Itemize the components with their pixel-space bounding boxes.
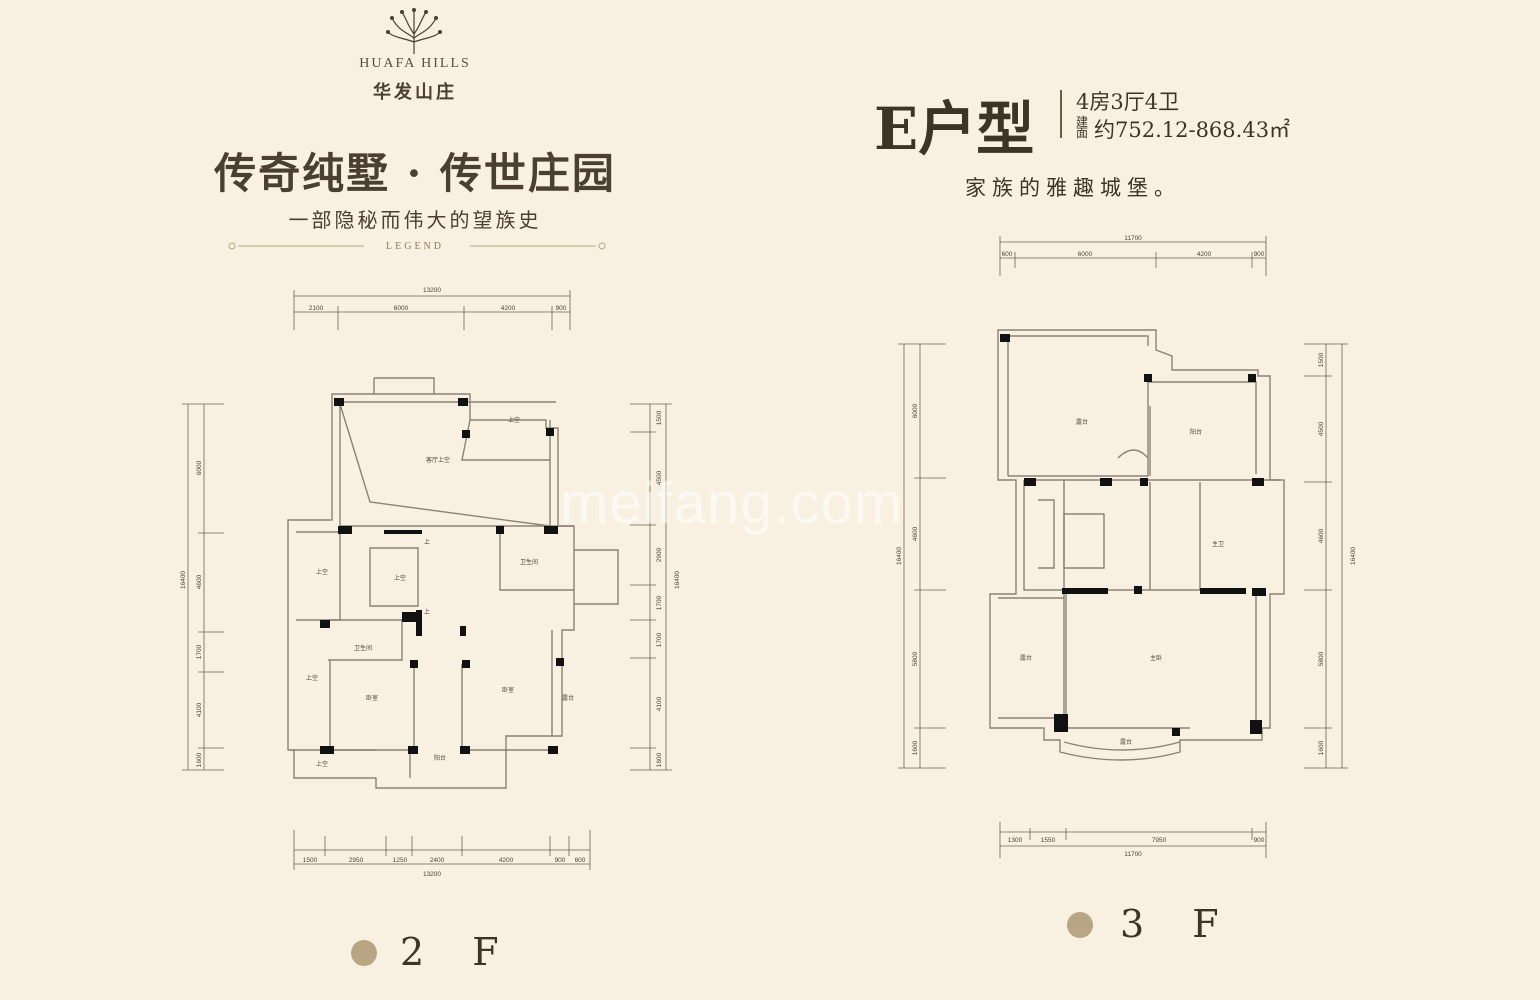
floor3-dim-bottom-1: 1300 <box>1008 837 1023 844</box>
floor2-stair-up-2: 上 <box>424 608 430 616</box>
floor2-dim-top-4: 900 <box>556 305 567 312</box>
floor3-dim-right-total: 16400 <box>1350 547 1357 565</box>
floor2-dim-right-2: 4500 <box>656 470 663 485</box>
slogan-main: 传奇纯墅 · 传世庄园 <box>214 149 616 198</box>
floor3-room-terrace-2: 露台 <box>1020 654 1032 662</box>
floor3-dim-right-1: 1500 <box>1318 352 1325 367</box>
floor2-stair-up-1: 上 <box>424 538 430 546</box>
floor3-dim-left-total: 16400 <box>896 547 903 565</box>
floor2-dim-bottom-1: 1500 <box>303 857 318 864</box>
floor2-dim-bottom-3: 1250 <box>393 857 408 864</box>
floor3-dim-right-3: 4600 <box>1318 528 1325 543</box>
floor3-dim-bottom-2: 1550 <box>1041 837 1056 844</box>
floor2-dim-bottom-total: 13200 <box>423 871 441 878</box>
floor3-bullet-icon <box>1067 912 1093 938</box>
floor3-dim-bottom-3: 7950 <box>1152 837 1167 844</box>
title-separator <box>1060 90 1062 138</box>
floor3-dim-top-3: 4200 <box>1197 251 1212 258</box>
floor2-room-bedroom-1: 卧室 <box>366 694 378 702</box>
floor2-dim-bottom-5: 4200 <box>499 857 514 864</box>
floor2-dim-left-5: 1600 <box>196 752 203 767</box>
floor2-dim-left-2: 4600 <box>196 574 203 589</box>
floor3-dim-left-4: 1600 <box>912 740 919 755</box>
floor2-room-void-top: 上空 <box>508 416 520 424</box>
floor2-dim-bottom-7: 600 <box>575 857 586 864</box>
floor3-room-master-bedroom: 主卧 <box>1150 654 1162 662</box>
floor2-bullet-icon <box>351 940 377 966</box>
floor2-dim-right-4: 1700 <box>656 595 663 610</box>
floor2-dim-bottom-6: 900 <box>555 857 566 864</box>
floor3-dim-top-4: 900 <box>1254 251 1265 258</box>
floor3-label: 3 F <box>1120 902 1237 946</box>
floor3-dim-left-3: 5800 <box>912 651 919 666</box>
floor3-dim-bottom-4: 900 <box>1254 837 1265 844</box>
brand-name-en: HUAFA HILLS <box>359 56 471 71</box>
floor3-room-balcony: 阳台 <box>1190 428 1202 436</box>
floor2-room-void-left: 上空 <box>316 568 328 576</box>
floor3-dim-top-1: 600 <box>1002 251 1013 258</box>
floor2-plan: 客厅上空 上空 上空 上空 卫生间 卫生间 上空 卧室 卧室 露台 阳台 上空 … <box>180 287 681 878</box>
floor2-room-void-stair: 上空 <box>394 574 406 582</box>
floor2-room-terrace: 露台 <box>562 694 574 702</box>
slogan-sub: 一部隐秘而伟大的望族史 <box>288 208 542 232</box>
floor2-dim-right-total: 16400 <box>674 571 681 589</box>
floor2-dim-left-4: 4100 <box>196 702 203 717</box>
floor2-room-bathroom-2: 卫生间 <box>354 644 372 652</box>
floor2-room-void-side: 上空 <box>306 674 318 682</box>
floor2-dim-right-7: 1600 <box>656 752 663 767</box>
floor2-dim-right-3: 2900 <box>656 547 663 562</box>
floor2-dim-right-6: 4100 <box>656 696 663 711</box>
floor2-dim-left-3: 1700 <box>196 644 203 659</box>
unit-rooms: 4房3厅4卫 <box>1076 90 1180 114</box>
floor3-dim-top-2: 6000 <box>1078 251 1093 258</box>
floor2-dim-bottom-4: 2400 <box>430 857 445 864</box>
area-label: 建面 <box>1076 115 1089 140</box>
floor2-room-bathroom-1: 卫生间 <box>520 558 538 566</box>
floor3-room-master-bath: 主卫 <box>1212 540 1224 548</box>
floor2-dim-right-1: 1500 <box>656 410 663 425</box>
floor2-dim-top-2: 6000 <box>394 305 409 312</box>
floor2-dim-left-1: 6000 <box>196 460 203 475</box>
unit-tagline: 家族的雅趣城堡。 <box>965 176 1181 200</box>
floor2-dim-top-total: 13200 <box>423 287 441 294</box>
legend-divider <box>228 242 606 250</box>
floor2-room-living-void: 客厅上空 <box>426 456 450 464</box>
floor2-dim-top-1: 2100 <box>309 305 324 312</box>
floor3-dim-right-5: 1600 <box>1318 740 1325 755</box>
floor3-dim-right-2: 4500 <box>1318 421 1325 436</box>
floor3-room-terrace-1: 露台 <box>1076 418 1088 426</box>
floor2-dim-right-5: 1700 <box>656 632 663 647</box>
unit-type-title: E户型 <box>874 95 1035 163</box>
floor3-dim-left-1: 6000 <box>912 403 919 418</box>
floor2-room-void-bottom: 上空 <box>316 760 328 768</box>
floor2-label: 2 F <box>400 930 517 974</box>
floor2-dim-bottom-2: 2950 <box>349 857 364 864</box>
floor2-room-bedroom-2: 卧室 <box>502 686 514 694</box>
watermark: meifang.com <box>560 471 904 536</box>
floor3-dim-right-4: 5800 <box>1318 651 1325 666</box>
floor3-dim-top-total: 11700 <box>1124 235 1142 242</box>
floor3-dim-bottom-total: 11700 <box>1124 851 1142 858</box>
tree-logo-icon <box>386 8 442 54</box>
floor3-dim-left-2: 4600 <box>912 526 919 541</box>
legend-label: LEGEND <box>386 241 444 252</box>
brand-name-cn: 华发山庄 <box>373 82 457 103</box>
floor3-room-terrace-3: 露台 <box>1120 738 1132 746</box>
floor2-dim-top-3: 4200 <box>501 305 516 312</box>
unit-area: 约752.12-868.43㎡ <box>1094 118 1291 142</box>
floor3-plan: 露台 阳台 主卫 主卧 露台 露台 11700 600 6000 4200 90… <box>896 235 1357 858</box>
floor2-dim-left-total: 16400 <box>180 571 187 589</box>
floor2-room-balcony: 阳台 <box>434 754 446 762</box>
